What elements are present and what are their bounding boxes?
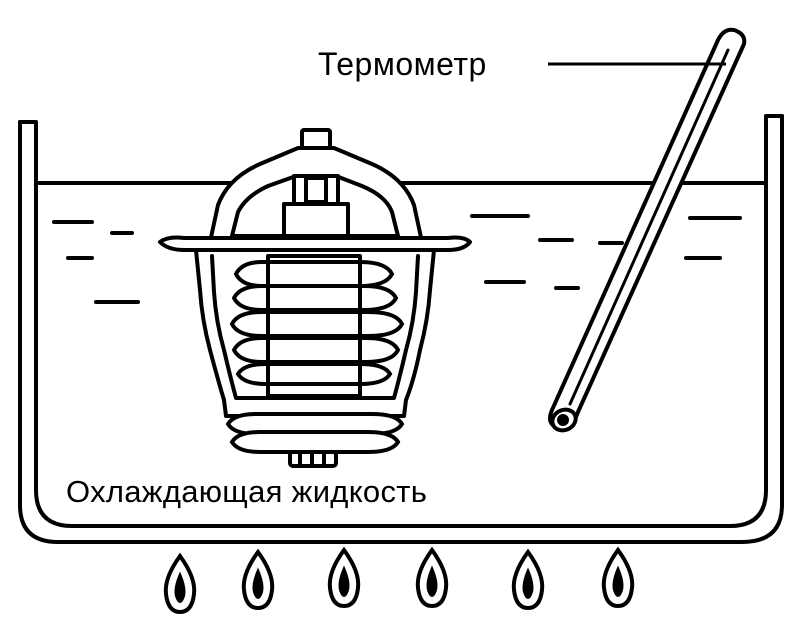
flame-icon xyxy=(418,550,446,606)
burner-flames xyxy=(166,550,632,612)
flame-icon xyxy=(244,552,272,608)
valve-block xyxy=(284,204,348,236)
thermostat xyxy=(160,130,470,416)
coolant-container xyxy=(20,116,782,542)
coolant-label: Охлаждающая жидкость xyxy=(66,474,428,509)
thermometer xyxy=(549,30,744,434)
wax-cylinder xyxy=(268,256,360,396)
thermostat-flange xyxy=(160,238,470,251)
flame-icon xyxy=(166,556,194,612)
bottom-coil xyxy=(228,414,402,466)
flame-icon xyxy=(330,550,358,606)
flame-icon xyxy=(604,550,632,606)
flame-icon xyxy=(514,552,542,608)
thermometer-label: Термометр xyxy=(318,46,487,82)
spring xyxy=(232,262,402,384)
